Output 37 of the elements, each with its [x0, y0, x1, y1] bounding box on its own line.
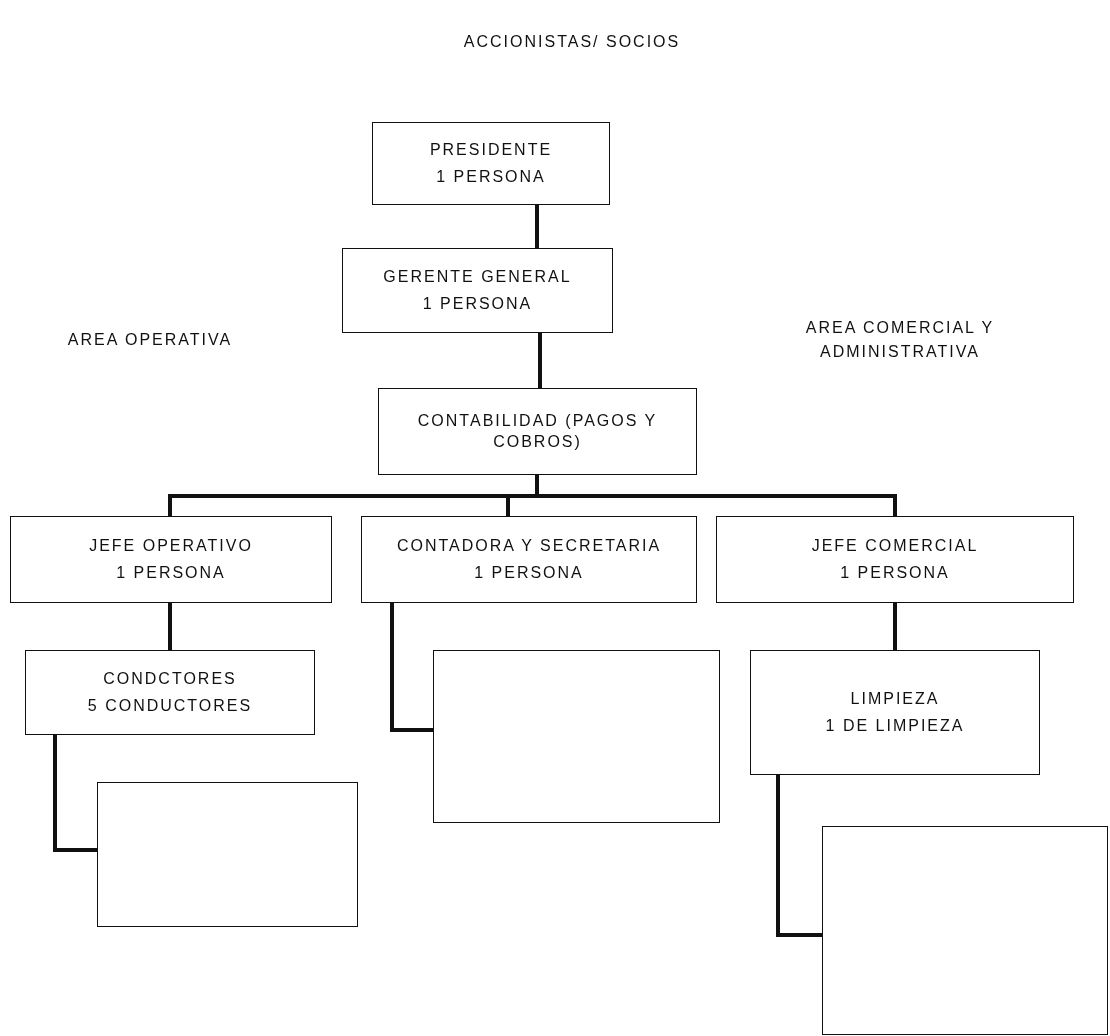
org-box	[25, 650, 315, 735]
chart-title: ACCIONISTAS/ SOCIOS	[462, 32, 682, 52]
connector-line	[538, 333, 542, 388]
org-box	[750, 650, 1040, 775]
connector-line	[53, 735, 97, 852]
org-box	[372, 122, 610, 205]
position-title: CONTABILIDAD (PAGOS Y COBROS)	[416, 410, 659, 452]
headcount-text: 1 PERSONA	[436, 166, 546, 187]
headcount-text: 1 PERSONA	[840, 562, 950, 583]
connector-line	[535, 205, 539, 248]
org-box	[97, 782, 358, 927]
connector-line	[168, 603, 172, 650]
connector-line	[776, 775, 822, 937]
org-box	[378, 388, 697, 475]
org-box	[342, 248, 613, 333]
position-title: CONTADORA Y SECRETARIA	[396, 535, 662, 556]
position-title: GERENTE GENERAL	[383, 266, 572, 287]
org-box	[10, 516, 332, 603]
headcount-text: 1 PERSONA	[474, 562, 584, 583]
connector-line	[535, 475, 897, 516]
area-label: AREA COMERCIAL Y ADMINISTRATIVA	[804, 318, 996, 362]
position-title: PRESIDENTE	[429, 139, 553, 160]
headcount-text: 1 PERSONA	[422, 293, 533, 314]
position-title: JEFE COMERCIAL	[811, 535, 979, 556]
position-title: JEFE OPERATIVO	[89, 535, 253, 556]
org-box	[361, 516, 697, 603]
position-title: LIMPIEZA	[850, 688, 940, 709]
org-box	[716, 516, 1074, 603]
connector-line	[893, 603, 897, 650]
connector-line	[390, 603, 433, 732]
org-box	[433, 650, 720, 823]
headcount-text: 5 CONDUCTORES	[87, 695, 253, 716]
position-title: CONDCTORES	[103, 668, 237, 689]
headcount-text: 1 DE LIMPIEZA	[825, 715, 965, 736]
area-label: AREA OPERATIVA	[66, 330, 234, 350]
org-box	[822, 826, 1108, 1035]
headcount-text: 1 PERSONA	[116, 562, 226, 583]
